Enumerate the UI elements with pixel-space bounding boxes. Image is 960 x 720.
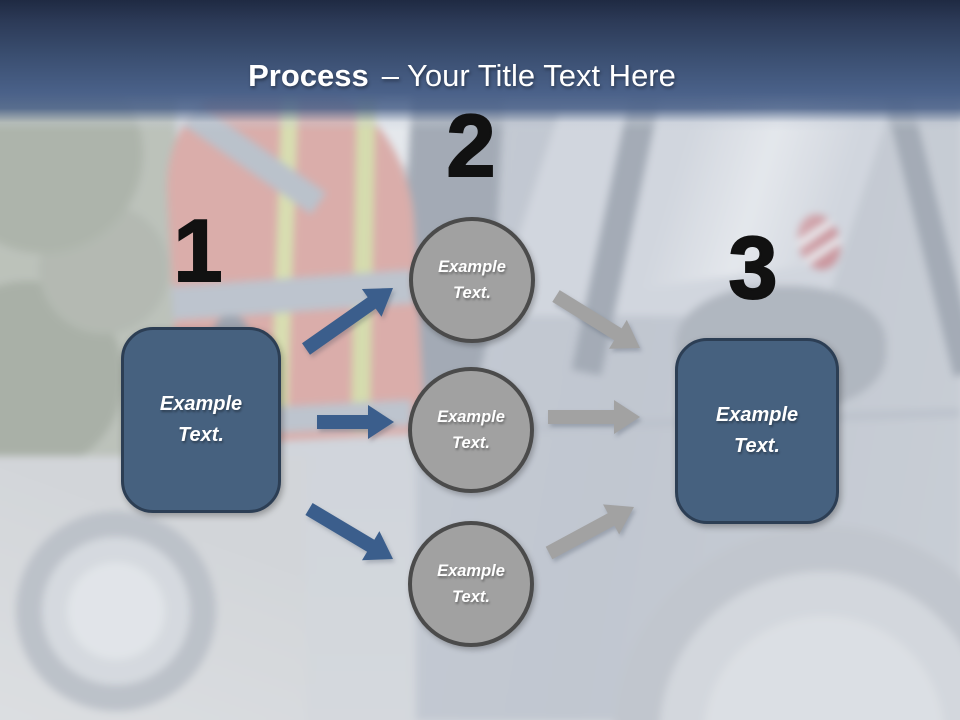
process-circle-label: Example Text. [437, 407, 505, 452]
process-circle-label: Example Text. [437, 561, 505, 606]
car-wheel-left [16, 511, 216, 711]
arrow-step1-to-mid-circle [317, 405, 394, 439]
process-circle-top: Example Text. [409, 217, 535, 343]
arrow-step1-to-top-circle [302, 288, 393, 355]
arrow-bottom-circle-to-step3 [545, 504, 634, 560]
arrow-mid-circle-to-step3 [548, 400, 640, 434]
process-box-label: Example Text. [715, 404, 799, 457]
process-circle-middle: Example Text. [408, 367, 534, 493]
arrow-step1-to-bottom-circle [305, 503, 393, 561]
title-bar: Process – Your Title Text Here [0, 0, 960, 132]
arrow-top-circle-to-step3 [552, 290, 640, 349]
process-box-label: Example Text. [159, 393, 243, 446]
process-box-step1: Example Text. [121, 327, 281, 513]
step-number-1: 1 [173, 201, 224, 300]
title-keyword: Process [248, 58, 369, 93]
process-circle-label: Example Text. [438, 257, 506, 302]
process-box-step3: Example Text. [675, 338, 839, 524]
slide-title: Process – Your Title Text Here [0, 56, 942, 96]
step-number-2: 2 [446, 96, 497, 195]
process-circle-bottom: Example Text. [408, 521, 534, 647]
step-number-3: 3 [728, 218, 779, 317]
title-subtitle: – Your Title Text Here [381, 58, 676, 93]
